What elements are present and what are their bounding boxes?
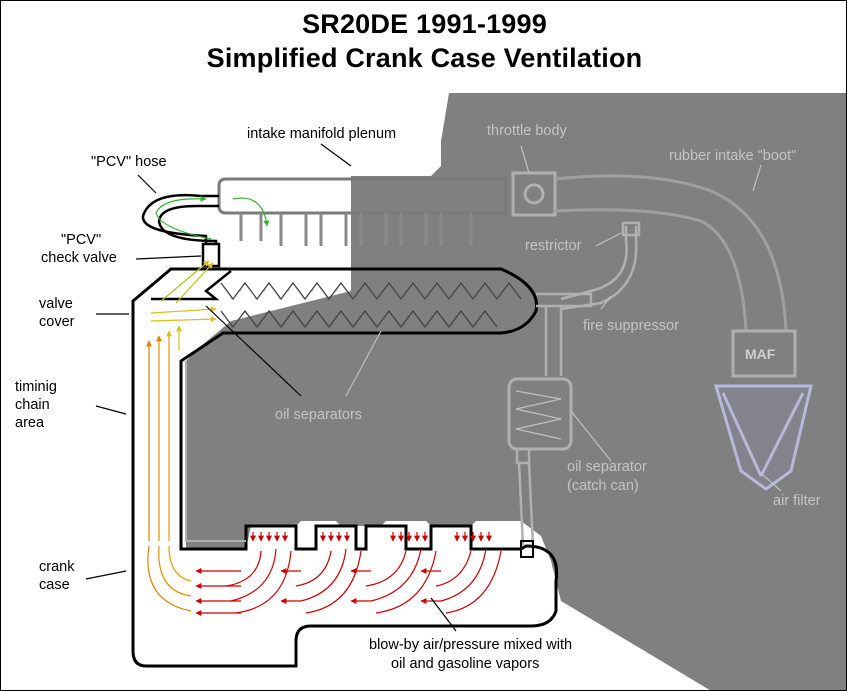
label-oil-separator-catch-can-2: (catch can)	[567, 478, 639, 494]
label-rubber-intake-boot: rubber intake "boot"	[669, 148, 797, 164]
pcv-check-valve	[201, 242, 221, 268]
restrictor-line	[560, 226, 638, 311]
pcv-hose-flow	[155, 195, 212, 240]
air-filter-shape	[713, 384, 813, 491]
title-line-1: SR20DE 1991-1999	[302, 9, 547, 39]
label-oil-separators: oil separators	[275, 407, 363, 423]
label-oil-separator-catch-can-1: oil separator	[567, 459, 647, 475]
throttle-body-shape	[511, 171, 557, 217]
label-throttle-body: throttle body	[487, 123, 567, 139]
title-line-2: Simplified Crank Case Ventilation	[206, 43, 643, 73]
label-timing-chain-3: area	[15, 415, 45, 431]
label-valve-cover-1: valve	[39, 296, 73, 312]
catch-can	[507, 377, 573, 451]
intake-runners	[239, 213, 473, 246]
label-pcv-check-valve-1: "PCV"	[61, 232, 102, 248]
label-blow-by-1: blow-by air/pressure mixed with	[369, 637, 573, 653]
leader-lines	[85, 143, 457, 632]
pcv-hose	[141, 194, 219, 244]
plenum-green-flow	[232, 197, 270, 227]
maf-body	[731, 329, 797, 378]
throttle-plate	[523, 183, 545, 205]
label-fire-suppressor: fire suppressor	[583, 318, 679, 334]
catch-can-drain	[515, 449, 535, 547]
leader-lines-grey	[345, 145, 782, 492]
label-timing-chain-1: timinig	[15, 379, 57, 395]
crankcase-fitting	[520, 540, 534, 558]
valve-cover-front	[151, 270, 232, 301]
label-intake-manifold-plenum: intake manifold plenum	[247, 126, 397, 142]
label-pcv-hose: "PCV" hose	[91, 154, 167, 170]
blow-by-arrows	[195, 532, 502, 616]
restrictor	[621, 221, 641, 237]
label-crank-case-1: crank	[39, 559, 75, 575]
catch-can-inlet	[536, 292, 593, 376]
label-timing-chain-2: chain	[15, 397, 50, 413]
engine-block-outline	[131, 267, 559, 668]
valve-cover-baffles	[220, 281, 522, 329]
label-restrictor: restrictor	[525, 238, 582, 254]
catch-can-baffles	[515, 390, 562, 440]
label-maf: MAF	[745, 346, 776, 362]
label-blow-by-2: oil and gasoline vapors	[391, 656, 540, 672]
label-crank-case-2: case	[39, 577, 70, 593]
intake-boot	[554, 174, 788, 332]
label-pcv-check-valve-2: check valve	[41, 250, 117, 266]
label-air-filter: air filter	[773, 493, 821, 509]
engine-block-inner	[185, 361, 246, 542]
label-valve-cover-2: cover	[39, 314, 75, 330]
timing-chain-arrows	[146, 260, 217, 612]
